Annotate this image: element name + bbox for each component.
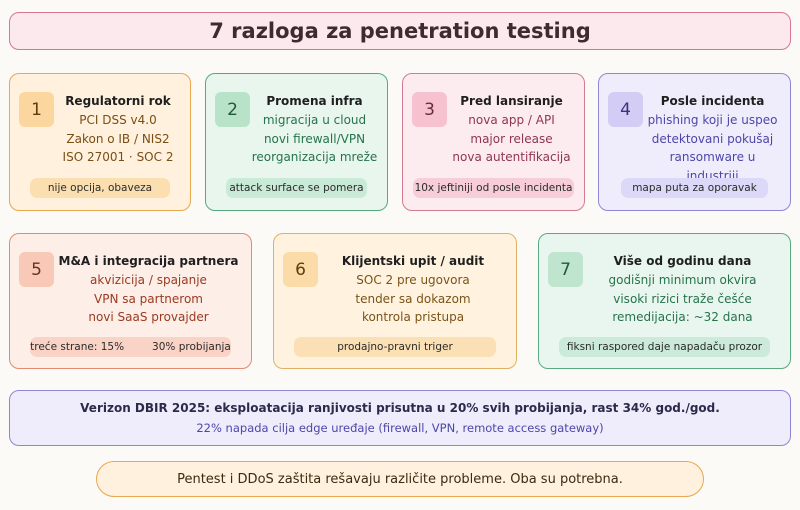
- reason-number: 7: [548, 252, 583, 287]
- reason-number: 3: [412, 92, 447, 127]
- reason-line: novi firewall/VPN: [263, 131, 366, 146]
- reason-line: Zakon o IB / NIS2: [66, 131, 170, 146]
- statistic-sub: 22% napada cilja edge uređaje (firewall,…: [196, 421, 604, 435]
- reason-title: Klijentski upit / audit: [341, 254, 485, 268]
- reason-title: Regulatorni rok: [65, 94, 171, 108]
- reason-title: Više od godinu dana: [613, 254, 752, 268]
- statistic-banner: Verizon DBIR 2025: eksploatacija ranjivo…: [9, 390, 791, 446]
- reason-line: tender sa dokazom: [355, 291, 471, 306]
- reason-pill: mapa puta za oporavak: [621, 178, 768, 198]
- reason-card-4: 4 Posle incidenta phishing koji je uspeo…: [598, 73, 791, 211]
- reason-pill: nije opcija, obaveza: [30, 178, 170, 198]
- page-title: 7 razloga za penetration testing: [9, 12, 791, 50]
- reason-line: novi SaaS provajder: [88, 310, 209, 324]
- reason-number: 4: [608, 92, 643, 127]
- reason-line: PCI DSS v4.0: [79, 113, 157, 127]
- reason-number: 6: [283, 252, 318, 287]
- reason-card-3: 3 Pred lansiranje nova app / API major r…: [402, 73, 585, 211]
- reason-card-2: 2 Promena infra migracija u cloud novi f…: [205, 73, 388, 211]
- reason-line: phishing koji je uspeo: [647, 113, 778, 127]
- reason-line: visoki rizici traže češće: [613, 291, 752, 306]
- reason-line: detektovani pokušaj: [651, 131, 774, 146]
- reason-line: nova autentifikacija: [452, 150, 571, 164]
- reason-line: migracija u cloud: [262, 113, 367, 127]
- reason-line: akvizicija / spajanje: [90, 273, 207, 287]
- reason-line: VPN sa partnerom: [94, 291, 203, 306]
- reason-line: nova app / API: [468, 113, 555, 127]
- third-party-share: treće strane: 15%: [30, 341, 125, 353]
- reason-number: 1: [19, 92, 54, 127]
- reason-line: remedijacija: ~32 dana: [612, 310, 753, 324]
- reason-pill: fiksni raspored daje napadaču prozor: [559, 337, 770, 357]
- reason-pill: treće strane: 15% 30% probijanja: [30, 337, 231, 357]
- reason-line: godišnji minimum okvira: [608, 273, 757, 287]
- reason-pill: prodajno-pravni triger: [294, 337, 496, 357]
- reason-line: SOC 2 pre ugovora: [356, 273, 470, 287]
- reason-pill: attack surface se pomera: [226, 178, 367, 198]
- reason-card-7: 7 Više od godinu dana godišnji minimum o…: [538, 233, 791, 369]
- reason-line: kontrola pristupa: [361, 310, 465, 324]
- reason-card-1: 1 Regulatorni rok PCI DSS v4.0 Zakon o I…: [9, 73, 191, 211]
- breach-share: 30% probijanja: [152, 341, 231, 353]
- reason-card-6: 6 Klijentski upit / audit SOC 2 pre ugov…: [273, 233, 517, 369]
- reason-title: Pred lansiranje: [460, 94, 563, 108]
- reason-title: M&A i integracija partnera: [58, 254, 239, 268]
- footer-note: Pentest i DDoS zaštita rešavaju različit…: [96, 461, 704, 497]
- statistic-main: Verizon DBIR 2025: eksploatacija ranjivo…: [80, 401, 720, 415]
- reason-card-5: 5 M&A i integracija partnera akvizicija …: [9, 233, 252, 369]
- reason-line: major release: [470, 131, 553, 146]
- reason-number: 2: [215, 92, 250, 127]
- reason-number: 5: [19, 252, 54, 287]
- reason-line: ISO 27001 · SOC 2: [62, 150, 174, 164]
- reason-title: Posle incidenta: [660, 94, 765, 108]
- reason-line: reorganizacija mreže: [251, 150, 378, 164]
- reason-pill: 10x jeftiniji od posle incidenta: [413, 178, 574, 198]
- reason-title: Promena infra: [266, 94, 363, 108]
